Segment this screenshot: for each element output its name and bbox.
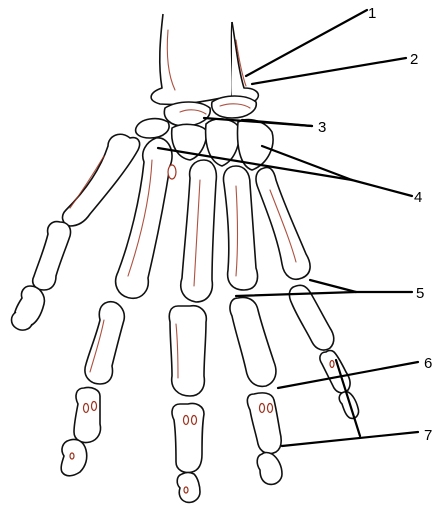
thumb	[14, 134, 140, 327]
leader-2	[252, 58, 406, 84]
vessel-mark	[260, 404, 265, 413]
vessel-mark	[330, 361, 334, 368]
leader-1	[246, 10, 367, 76]
nutrient-foramen	[168, 165, 176, 179]
middle-phalanx-middle	[172, 403, 204, 472]
proximal-phalanges	[85, 285, 334, 396]
vessel-mark	[184, 487, 188, 493]
carpal-triquetrum	[212, 96, 257, 118]
leader-4b	[262, 146, 352, 180]
vessel-mark	[184, 416, 189, 425]
thumb-metacarpal	[63, 134, 140, 226]
proximal-phalanx-ring	[230, 298, 276, 387]
ulna-bone	[232, 22, 258, 102]
label-6: 6	[424, 355, 432, 372]
label-1: 1	[368, 5, 376, 22]
label-3: 3	[318, 119, 326, 136]
label-4: 4	[414, 189, 422, 206]
metacarpals	[116, 138, 310, 302]
vessel-mark	[70, 453, 74, 459]
vessel-mark	[92, 402, 97, 411]
proximal-phalanx-index	[85, 302, 124, 384]
carpal-scaphoid	[136, 119, 169, 138]
middle-phalanx-ring	[247, 393, 281, 454]
thumb-proximal-phalanx	[33, 222, 71, 290]
metacarpal-ring	[224, 166, 258, 290]
radius-bone	[151, 14, 232, 104]
vessel-mark	[192, 416, 197, 425]
vessel-mark	[84, 404, 89, 413]
label-2: 2	[410, 51, 418, 68]
distal-phalanx-middle	[177, 473, 200, 503]
proximal-phalanx-middle	[169, 306, 206, 396]
middle-phalanx-little	[320, 351, 350, 393]
middle-phalanx-index	[74, 387, 101, 442]
distal-phalanx-little	[339, 392, 358, 418]
metacarpal-middle	[181, 160, 217, 302]
label-7: 7	[424, 427, 432, 444]
forearm-bones	[151, 14, 258, 104]
distal-phalanx-ring	[257, 453, 282, 485]
vessel-mark	[268, 404, 273, 413]
carpal-lunate	[164, 102, 210, 126]
leader-4c	[352, 180, 412, 196]
leader-7a	[282, 432, 418, 446]
middle-phalanges	[74, 351, 350, 473]
label-5: 5	[416, 285, 424, 302]
leader-5b	[310, 280, 356, 292]
